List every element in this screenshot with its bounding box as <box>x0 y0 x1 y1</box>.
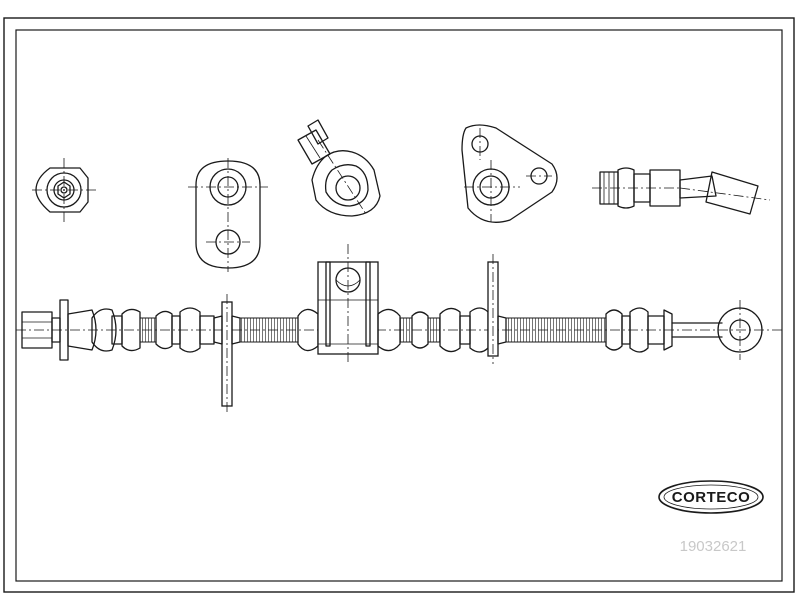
detail-bent-pipe-end <box>592 167 771 215</box>
brand-name: CORTECO <box>672 489 751 506</box>
corteco-logo: CORTECO <box>658 480 764 514</box>
detail-bracket-plate <box>188 158 268 272</box>
part-number: 19032621 <box>680 538 747 555</box>
detail-end-fitting-front-view <box>32 158 96 222</box>
main-brake-hose-side-view <box>16 244 782 414</box>
detail-hose-clip <box>297 119 381 217</box>
detail-triangular-flange <box>461 124 558 223</box>
drawing-frame-inner <box>15 29 783 582</box>
drawing-frame-outer <box>3 17 795 593</box>
